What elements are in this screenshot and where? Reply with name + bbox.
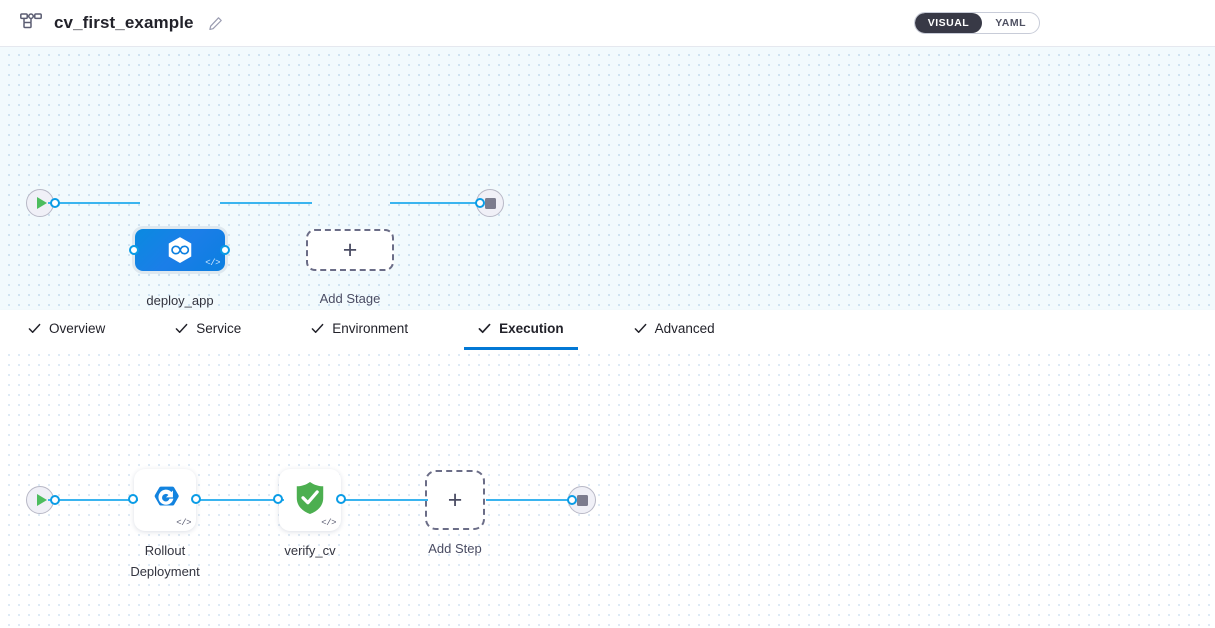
stage-tabbar[interactable]: Overview Service Environment Execution A [0, 310, 1215, 350]
deploy-app-output-port[interactable] [220, 245, 230, 255]
execution-end-node[interactable] [567, 486, 596, 514]
harness-cd-hexagon-icon [165, 235, 195, 265]
rollout-input-port[interactable] [128, 494, 138, 504]
plus-icon: + [447, 485, 463, 514]
step-node-verify-cv[interactable]: </> [273, 469, 346, 531]
toggle-option-yaml[interactable]: YAML [995, 17, 1026, 29]
add-stage-label: Add Stage [319, 291, 381, 306]
tab-overview[interactable]: Overview [14, 310, 119, 350]
tab-label: Advanced [654, 321, 715, 336]
start-output-port[interactable] [50, 495, 60, 505]
pencil-edit-icon[interactable] [208, 16, 223, 31]
tab-environment[interactable]: Environment [297, 310, 422, 350]
stage-node-deploy-app[interactable]: </> [129, 229, 230, 271]
check-icon [175, 322, 188, 335]
link-deploy-app-to-add-stage [220, 202, 312, 204]
stop-icon [576, 494, 588, 506]
stage-canvas[interactable]: </> deploy_app + Add Stage [0, 47, 1215, 310]
end-circle [476, 189, 504, 217]
header-right-group: VISUAL YAML [913, 12, 1215, 34]
execution-canvas[interactable]: </> Rollout Deployment </> verify_cv [0, 350, 1215, 628]
tab-service[interactable]: Service [161, 310, 255, 350]
tab-advanced[interactable]: Advanced [620, 310, 729, 350]
tab-execution[interactable]: Execution [464, 310, 578, 350]
plus-icon: + [342, 235, 358, 264]
code-badge-icon: </> [321, 518, 336, 528]
add-step-node[interactable]: + [425, 470, 485, 530]
view-mode-toggle[interactable]: VISUAL YAML [913, 12, 1040, 34]
verify-cv-input-port[interactable] [273, 494, 283, 504]
toggle-option-visual[interactable]: VISUAL [914, 13, 983, 33]
stage-card[interactable]: </> [135, 229, 225, 271]
add-step-label: Add Step [428, 541, 482, 556]
pipeline-end-node[interactable] [475, 189, 504, 217]
play-icon [36, 197, 47, 209]
stop-icon [484, 197, 496, 209]
check-icon [28, 322, 41, 335]
execution-start-node[interactable] [26, 486, 60, 514]
link-start-to-rollout [48, 499, 138, 501]
pipeline-hierarchy-icon [20, 13, 42, 33]
stage-label-deploy-app: deploy_app [146, 293, 214, 308]
step-label-verify-cv: verify_cv [284, 543, 336, 558]
deploy-app-input-port[interactable] [129, 245, 139, 255]
header-bar: cv_first_example VISUAL YAML [0, 0, 1215, 47]
step-card[interactable]: </> [134, 469, 196, 531]
k8s-rollout-hexagon-icon [148, 481, 182, 520]
end-input-port[interactable] [567, 495, 577, 505]
check-icon [311, 322, 324, 335]
step-label-rollout-deployment: Rollout Deployment [130, 543, 200, 579]
link-verify-to-add-step [342, 499, 428, 501]
page-title: cv_first_example [54, 13, 194, 32]
link-rollout-to-verify [196, 499, 284, 501]
green-shield-check-icon [293, 480, 327, 521]
start-output-port[interactable] [50, 198, 60, 208]
check-icon [478, 322, 491, 335]
play-icon [36, 494, 47, 506]
link-add-stage-to-end [390, 202, 482, 204]
header-left-group: cv_first_example [0, 13, 223, 33]
link-start-to-deploy-app [48, 202, 140, 204]
add-stage-box[interactable]: + [306, 229, 394, 271]
end-input-port[interactable] [475, 198, 485, 208]
tab-label: Overview [49, 321, 106, 336]
link-add-step-to-end [486, 499, 576, 501]
add-step-box[interactable]: + [425, 470, 485, 530]
tab-label: Service [196, 321, 242, 336]
code-badge-icon: </> [205, 258, 220, 268]
step-node-rollout-deployment[interactable]: </> [128, 469, 201, 531]
step-card[interactable]: </> [279, 469, 341, 531]
rollout-output-port[interactable] [191, 494, 201, 504]
code-badge-icon: </> [176, 518, 191, 528]
add-stage-node[interactable]: + [306, 229, 394, 271]
pipeline-start-node[interactable] [26, 189, 60, 217]
tab-label: Execution [499, 321, 564, 336]
tab-label: Environment [332, 321, 409, 336]
check-icon [634, 322, 647, 335]
verify-cv-output-port[interactable] [336, 494, 346, 504]
